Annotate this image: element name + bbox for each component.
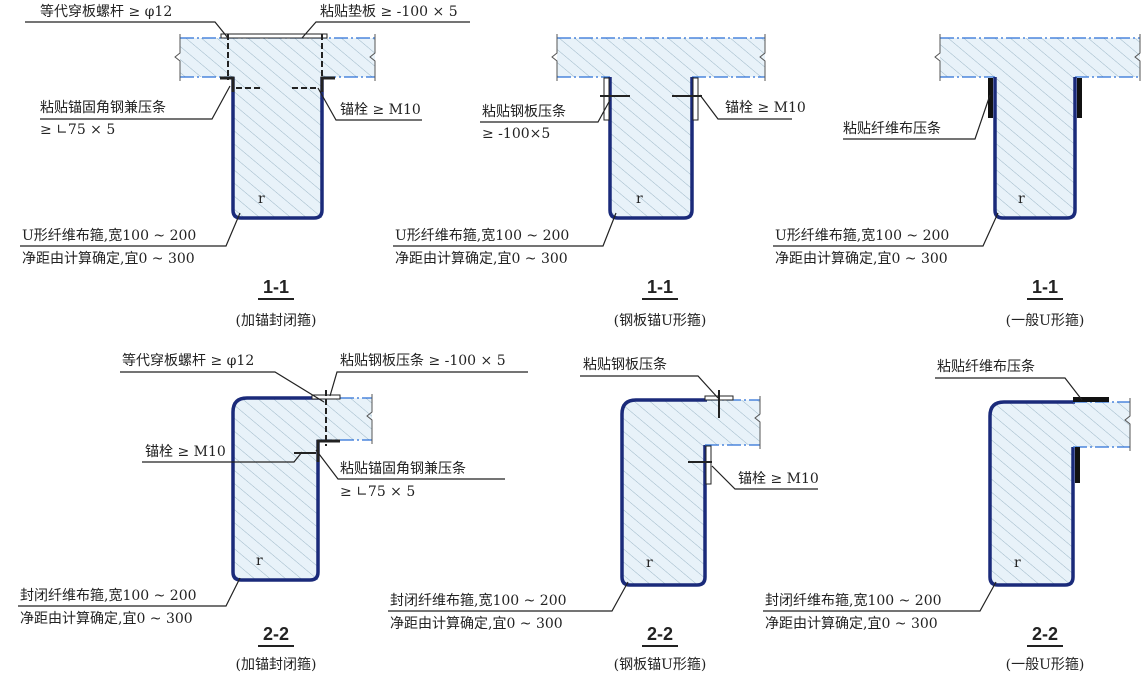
break-line bbox=[759, 34, 766, 81]
section-subtitle: (一般U形箍) bbox=[1006, 656, 1085, 673]
hoop-spec: 封闭纤维布箍,宽100 ~ 200 bbox=[765, 592, 942, 609]
fiber-u-hoop bbox=[993, 77, 1077, 220]
section-title: 1-1 bbox=[263, 277, 289, 297]
radius-label: r bbox=[258, 191, 265, 207]
fiber-hoop bbox=[620, 398, 707, 587]
label-plate: 粘贴钢板压条 bbox=[482, 103, 566, 120]
fiber-strip bbox=[1077, 78, 1082, 118]
beam-sections bbox=[174, 33, 1141, 587]
radius-label: r bbox=[256, 553, 263, 569]
section-2-2-plate-anchored-u-hoop: 粘贴钢板压条 锚栓 ≥ M10 r 封闭纤维布箍,宽100 ~ 200 净距由计… bbox=[388, 356, 819, 673]
radius-label: r bbox=[1014, 555, 1021, 571]
label-bolt: 等代穿板螺杆 ≥ φ12 bbox=[40, 3, 172, 20]
label-anchor: 锚栓 ≥ M10 bbox=[738, 471, 819, 487]
section-subtitle: (钢板锚U形箍) bbox=[614, 312, 707, 329]
hoop-spacing: 净距由计算确定,宜0 ~ 300 bbox=[775, 251, 948, 267]
label-angle-size: ≥ ∟75 × 5 bbox=[340, 484, 415, 500]
fiber-strip bbox=[1073, 397, 1109, 402]
label-anchor: 锚栓 ≥ M10 bbox=[340, 102, 421, 118]
label-angle-size: ≥ ∟75 × 5 bbox=[40, 122, 115, 138]
fiber-hoop bbox=[231, 396, 320, 582]
break-line bbox=[366, 394, 373, 444]
label-plate-size: ≥ -100×5 bbox=[482, 126, 550, 142]
hoop-spec: U形纤维布箍,宽100 ~ 200 bbox=[395, 227, 569, 244]
concrete-section bbox=[180, 38, 375, 218]
break-line bbox=[934, 34, 941, 81]
fiber-u-hoop bbox=[608, 77, 694, 220]
radius-label: r bbox=[646, 555, 653, 571]
steel-angle bbox=[220, 76, 235, 92]
section-title: 2-2 bbox=[1032, 624, 1058, 644]
label-angle: 粘贴锚固角钢兼压条 bbox=[340, 460, 466, 477]
break-line bbox=[174, 34, 181, 81]
section-title: 2-2 bbox=[647, 624, 673, 644]
label-plate: 粘贴钢板压条 bbox=[583, 356, 667, 373]
hoop-spacing: 净距由计算确定,宜0 ~ 300 bbox=[395, 251, 568, 267]
concrete-section bbox=[233, 398, 372, 580]
hoop-spec: 封闭纤维布箍,宽100 ~ 200 bbox=[20, 587, 197, 604]
label-angle: 粘贴锚固角钢兼压条 bbox=[40, 99, 166, 116]
section-subtitle: (一般U形箍) bbox=[1006, 312, 1085, 329]
section-subtitle: (加锚封闭箍) bbox=[236, 312, 317, 329]
break-line bbox=[1134, 34, 1141, 81]
hoop-spacing: 净距由计算确定,宜0 ~ 300 bbox=[765, 616, 938, 632]
steel-angle bbox=[316, 439, 340, 462]
label-strip: 粘贴纤维布压条 bbox=[843, 120, 941, 137]
section-title: 2-2 bbox=[263, 624, 289, 644]
radius-label: r bbox=[636, 191, 643, 207]
label-pad: 粘贴垫板 ≥ -100 × 5 bbox=[320, 4, 458, 20]
steel-plate-strip bbox=[603, 77, 610, 121]
concrete-section bbox=[940, 38, 1140, 218]
section-title: 1-1 bbox=[1032, 277, 1058, 297]
break-line bbox=[1124, 398, 1131, 451]
fiber-hoop bbox=[988, 400, 1075, 587]
steel-angle bbox=[320, 76, 335, 92]
concrete-section bbox=[990, 402, 1130, 585]
fiber-strip bbox=[988, 78, 993, 118]
label-anchor: 锚栓 ≥ M10 bbox=[145, 444, 226, 460]
section-1-1-anchored-closed-hoop: 等代穿板螺杆 ≥ φ12 粘贴垫板 ≥ -100 × 5 粘贴锚固角钢兼压条 ≥… bbox=[20, 3, 470, 329]
hoop-spec: 封闭纤维布箍,宽100 ~ 200 bbox=[390, 592, 567, 609]
label-plate: 粘贴钢板压条 ≥ -100 × 5 bbox=[340, 352, 506, 369]
fiber-u-hoop bbox=[231, 77, 324, 220]
section-2-2-anchored-closed-hoop: 等代穿板螺杆 ≥ φ12 粘贴钢板压条 ≥ -100 × 5 锚栓 ≥ M10 … bbox=[18, 352, 528, 673]
section-subtitle: (钢板锚U形箍) bbox=[614, 656, 707, 673]
hoop-spacing: 净距由计算确定,宜0 ~ 300 bbox=[20, 611, 193, 627]
section-title: 1-1 bbox=[647, 277, 673, 297]
fiber-strip bbox=[1075, 447, 1080, 483]
concrete-section bbox=[557, 38, 765, 218]
section-subtitle: (加锚封闭箍) bbox=[236, 656, 317, 673]
break-line bbox=[369, 34, 376, 81]
steel-plate-strip bbox=[705, 445, 712, 485]
label-bolt: 等代穿板螺杆 ≥ φ12 bbox=[122, 352, 254, 369]
hoop-spacing: 净距由计算确定,宜0 ~ 300 bbox=[390, 616, 563, 632]
concrete-section bbox=[622, 400, 760, 585]
section-1-1-general-u-hoop: 粘贴纤维布压条 r U形纤维布箍,宽100 ~ 200 净距由计算确定,宜0 ~… bbox=[773, 94, 1085, 329]
hoop-spec: U形纤维布箍,宽100 ~ 200 bbox=[22, 227, 196, 244]
steel-pad-plate bbox=[220, 33, 328, 39]
hoop-spec: U形纤维布箍,宽100 ~ 200 bbox=[775, 227, 949, 244]
label-strip: 粘贴纤维布压条 bbox=[937, 358, 1035, 375]
steel-plate-strip bbox=[692, 77, 699, 121]
section-1-1-plate-anchored-u-hoop: 粘贴钢板压条 ≥ -100×5 锚栓 ≥ M10 r U形纤维布箍,宽100 ~… bbox=[393, 94, 806, 329]
break-line bbox=[551, 34, 558, 81]
section-2-2-general-u-hoop: 粘贴纤维布压条 r 封闭纤维布箍,宽100 ~ 200 净距由计算确定,宜0 ~… bbox=[763, 358, 1084, 673]
label-anchor: 锚栓 ≥ M10 bbox=[725, 100, 806, 116]
radius-label: r bbox=[1018, 191, 1025, 207]
hoop-spacing: 净距由计算确定,宜0 ~ 300 bbox=[22, 251, 195, 267]
break-line bbox=[754, 396, 761, 449]
